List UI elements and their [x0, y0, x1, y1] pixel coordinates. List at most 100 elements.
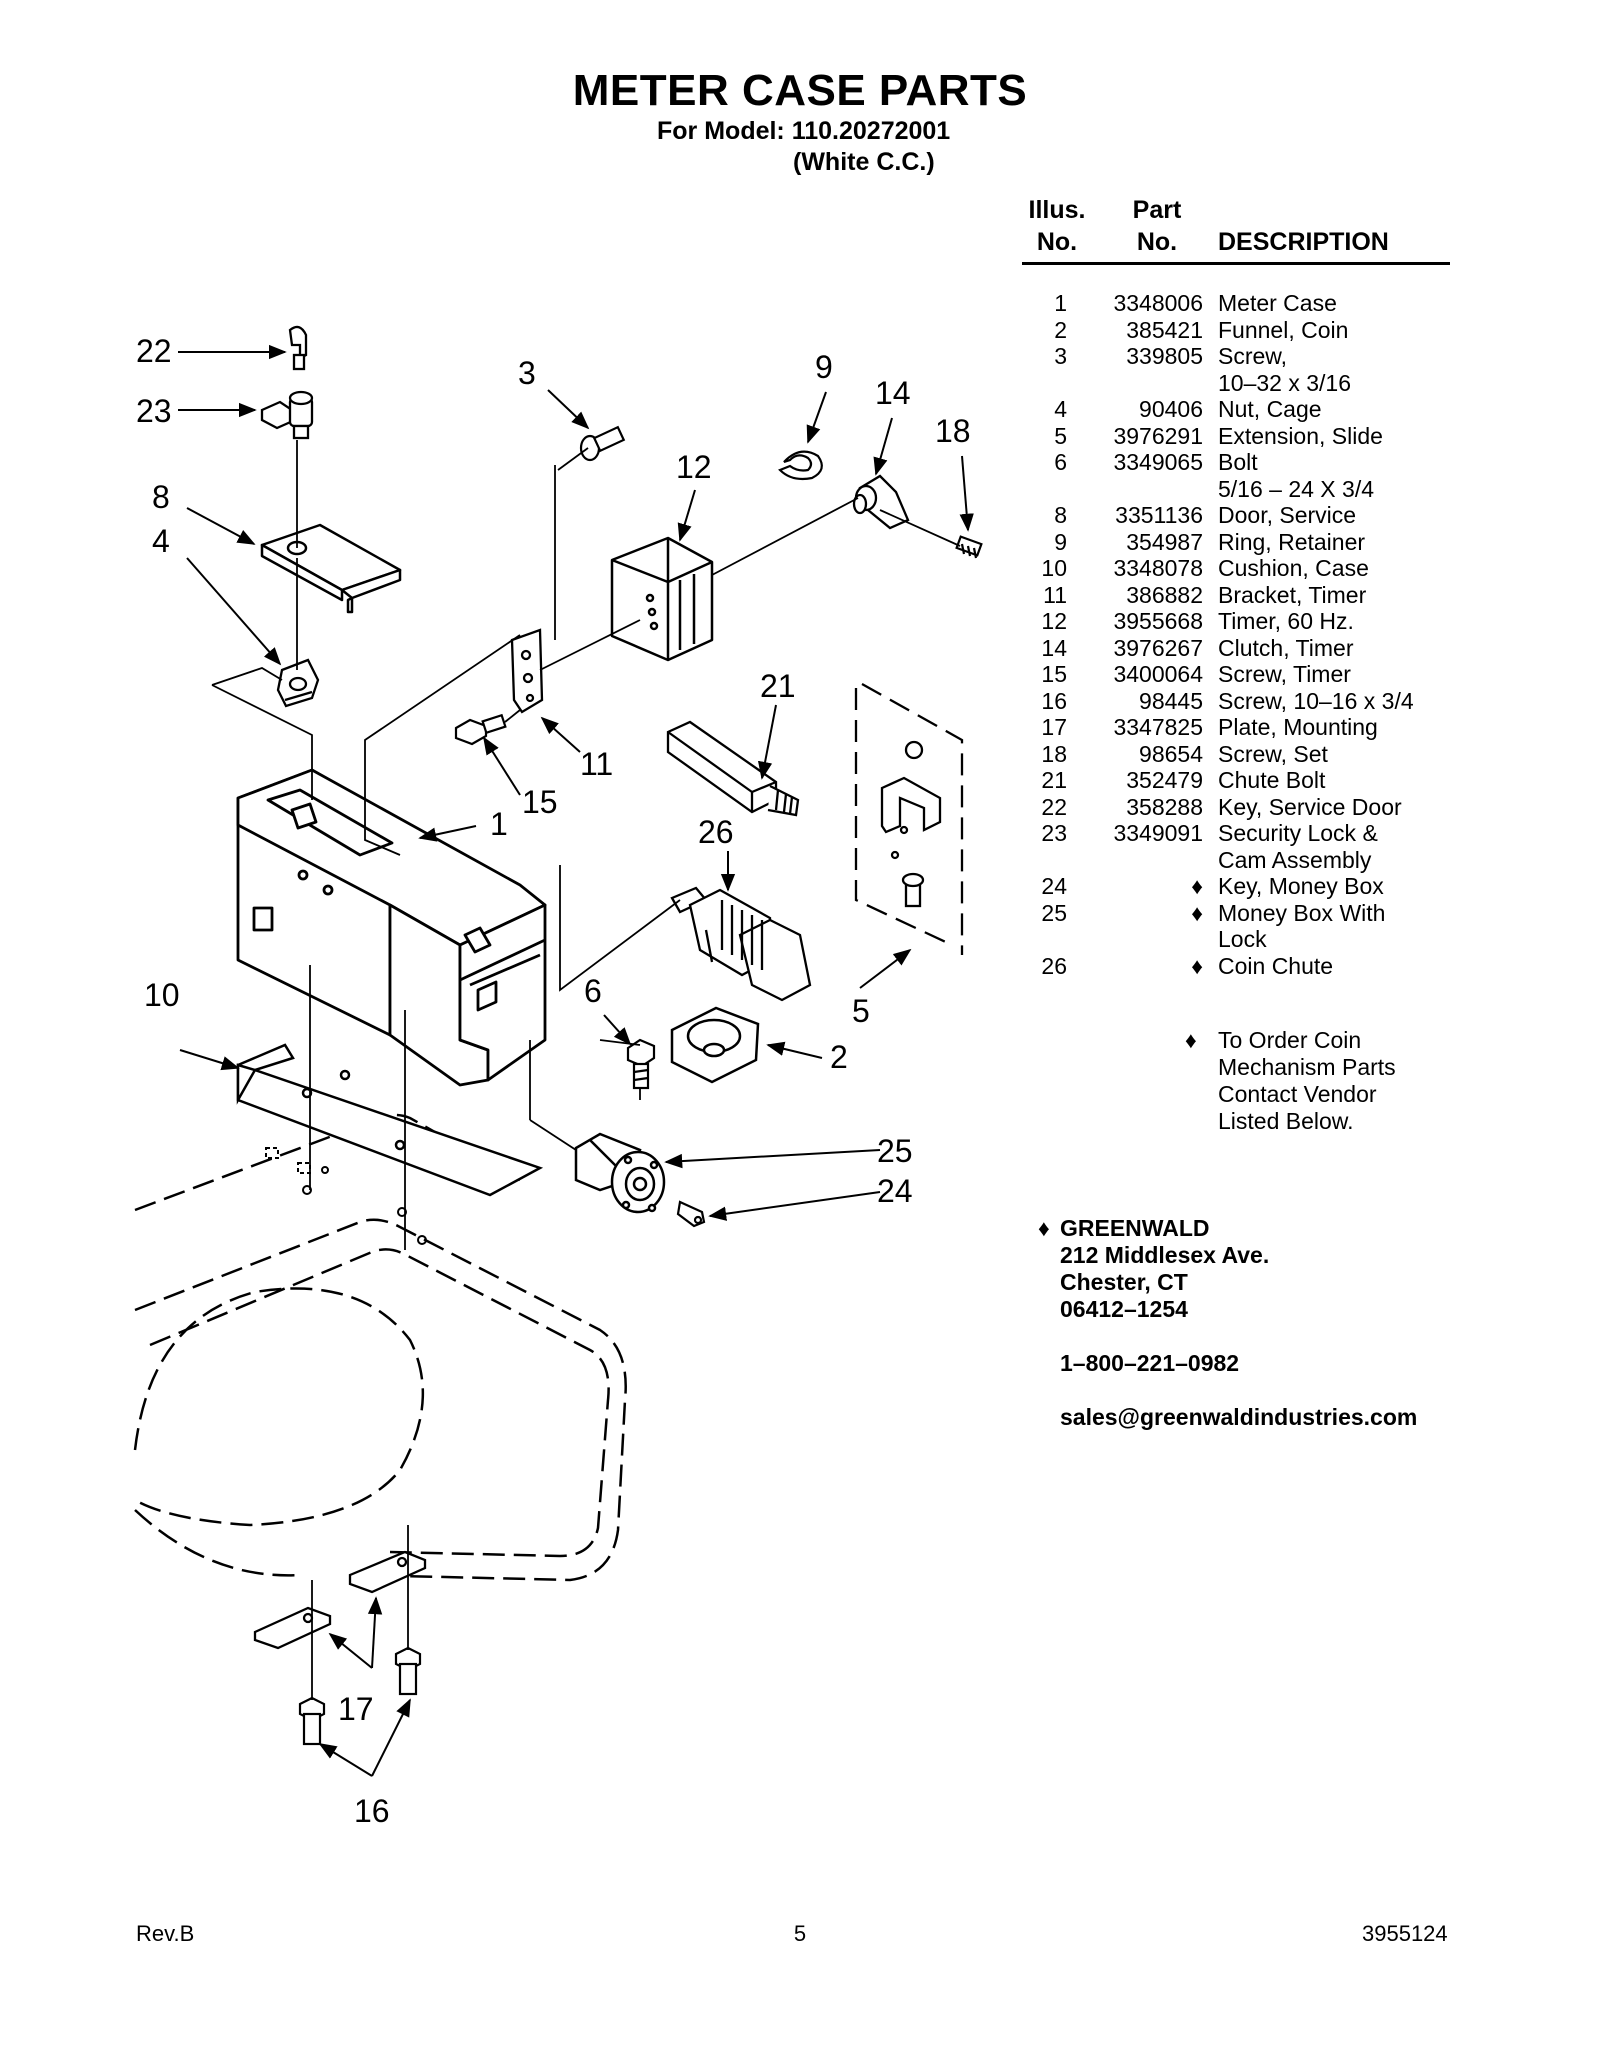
mounting-screws [298, 1646, 422, 1746]
part-description: Timer, 60 Hz. [1218, 608, 1354, 634]
part-description: Ring, Retainer [1218, 528, 1366, 555]
part-no: 386882 [1126, 581, 1203, 608]
slide-extension [854, 682, 964, 955]
part-description: Cam Assembly [1218, 846, 1372, 873]
set-screw [955, 535, 983, 559]
illus-no: 2 [1054, 316, 1067, 343]
part-no: 339805 [1126, 343, 1203, 369]
timer-clutch [852, 474, 910, 530]
part-no: 3349065 [1113, 449, 1203, 475]
vendor-street: 212 Middlesex Ave. [1060, 1242, 1270, 1268]
callout-3: 3 [518, 355, 536, 391]
part-description: Funnel, Coin [1218, 316, 1349, 343]
part-header-2: No. [1136, 228, 1178, 256]
callout-11: 11 [580, 746, 613, 782]
parts-row: 25♦Money Box With [1022, 900, 1582, 927]
part-no: 3348006 [1113, 290, 1203, 316]
illus-no: 3 [1054, 343, 1067, 369]
part-no: 3400064 [1113, 661, 1203, 687]
callout-25: 25 [877, 1133, 913, 1169]
part-no [1067, 926, 1203, 953]
illus-no: 23 [1041, 820, 1067, 846]
part-description: Coin Chute [1218, 952, 1334, 979]
part-description: 10–32 x 3/16 [1218, 369, 1352, 396]
illus-no: 1 [1054, 290, 1067, 316]
illus-no: 17 [1041, 714, 1067, 740]
illus-no: 26 [1041, 952, 1067, 979]
parts-row: 10–32 x 3/16 [1022, 370, 1582, 397]
vendor-name: GREENWALD [1060, 1215, 1210, 1241]
parts-row: Cam Assembly [1022, 847, 1582, 874]
part-description: Extension, Slide [1218, 422, 1383, 449]
part-no: 3348078 [1113, 555, 1203, 581]
illus-no [1022, 926, 1067, 953]
part-description: Screw, 10–16 x 3/4 [1218, 687, 1414, 714]
illus-no [1022, 370, 1067, 397]
chute-bolt [666, 720, 800, 817]
illus-no: 21 [1041, 767, 1067, 793]
callout-22: 22 [136, 333, 172, 369]
callout-leaders [178, 344, 974, 1777]
part-no: 354987 [1126, 528, 1203, 555]
part-no: 98654 [1139, 740, 1203, 767]
part-no: 98445 [1139, 687, 1203, 714]
callout-4: 4 [152, 523, 170, 559]
note-line: Mechanism Parts [1218, 1054, 1396, 1080]
assembly-lines [211, 440, 961, 1700]
timer-screw [454, 713, 507, 746]
part-description: Meter Case [1218, 290, 1337, 316]
part-no: 3347825 [1113, 714, 1203, 740]
part-no: 90406 [1139, 396, 1203, 422]
illus-no: 18 [1041, 740, 1067, 767]
parts-row: 18 98654 Screw, Set [1022, 741, 1582, 768]
model-variant: (White C.C.) [793, 148, 935, 176]
cabinet-top-outline [133, 1113, 627, 1582]
callout-26: 26 [698, 814, 734, 850]
callout-16: 16 [354, 1793, 390, 1829]
illus-no: 8 [1054, 502, 1067, 528]
part-description: Chute Bolt [1218, 767, 1326, 793]
vendor-phone: 1–800–221–0982 [1060, 1350, 1240, 1376]
callout-5: 5 [852, 993, 870, 1029]
part-no: 3976267 [1113, 634, 1203, 661]
callout-14: 14 [875, 375, 911, 411]
illus-no: 6 [1054, 449, 1067, 475]
screw-10-32 [579, 425, 626, 462]
part-header-1: Part [1132, 196, 1182, 224]
coin-chute [670, 886, 812, 1002]
money-box-key [676, 1200, 706, 1228]
exploded-parts-diagram: 22 23 3 9 14 18 12 8 4 21 11 15 1 26 10 … [133, 325, 983, 1829]
coin-funnel [670, 1006, 760, 1084]
part-description: Screw, Set [1218, 740, 1328, 767]
illus-no: 25 [1041, 899, 1067, 926]
vendor-address: GREENWALD 212 Middlesex Ave. Chester, CT… [1060, 1215, 1417, 1431]
callout-1: 1 [490, 806, 508, 842]
cage-nut [276, 658, 320, 708]
illus-no: 24 [1041, 873, 1067, 899]
part-no: 358288 [1126, 793, 1203, 820]
part-no: 3351136 [1115, 502, 1203, 528]
footer-revision: Rev.B [136, 1921, 195, 1946]
part-description: Nut, Cage [1218, 396, 1322, 422]
part-no [1067, 370, 1203, 397]
vendor-email[interactable]: sales@greenwaldindustries.com [1060, 1404, 1418, 1430]
description-header: DESCRIPTION [1218, 228, 1389, 256]
part-description: Bracket, Timer [1218, 581, 1367, 608]
part-description: Cushion, Case [1218, 555, 1369, 581]
timer-60hz [610, 536, 714, 662]
parts-row: Lock [1022, 926, 1582, 953]
callout-9: 9 [815, 349, 833, 385]
